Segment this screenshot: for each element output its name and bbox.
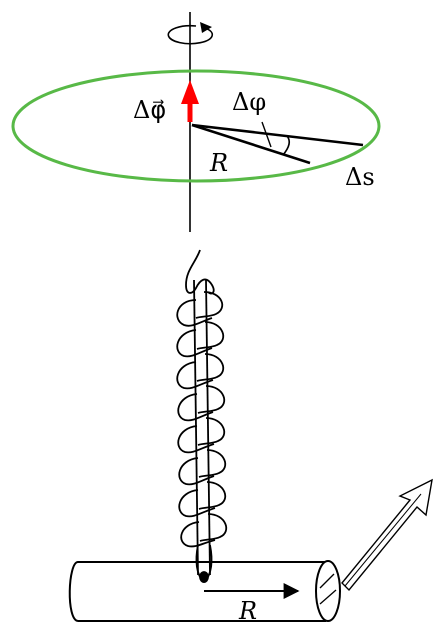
rotation-direction-icon (167, 22, 214, 45)
angle-leader-line (261, 121, 272, 148)
radius-line-upper (191, 123, 364, 147)
radius-label-bottom: R (238, 597, 257, 625)
screw-drill (176, 249, 228, 583)
radius-label-top: R (209, 149, 228, 177)
radius-line-lower (191, 123, 311, 165)
bottom-diagram: R (68, 249, 433, 625)
delta-phi-vector-arrow (181, 80, 199, 122)
orbit-ellipse (11, 69, 381, 183)
hollow-arrow-inner-line (344, 493, 422, 587)
cylinder-rod (68, 560, 341, 622)
delta-phi-vector-label: Δφ⃗ (133, 96, 166, 124)
top-diagram: Δφ⃗ Δφ R Δs (11, 12, 381, 232)
arc-length-label: Δs (345, 163, 375, 191)
delta-phi-angle-label: Δφ (232, 88, 266, 116)
angle-arc (282, 135, 291, 156)
